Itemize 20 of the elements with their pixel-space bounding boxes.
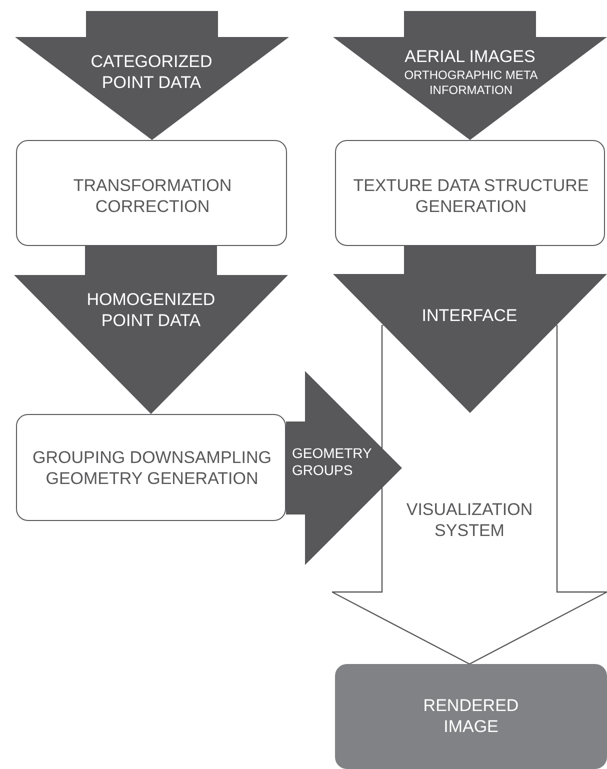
block-arrow	[333, 11, 607, 140]
block-arrow	[286, 370, 402, 564]
node-label: GROUPING DOWNSAMPLING GEOMETRY GENERATION	[32, 447, 272, 490]
node-label: TEXTURE DATA STRUCTURE GENERATION	[352, 175, 590, 218]
process-box	[16, 140, 287, 246]
edge-label: AERIAL IMAGES	[404, 46, 536, 68]
edge-label: INTERFACE	[422, 305, 518, 326]
block-arrow	[14, 246, 288, 414]
edge-label: HOMOGENIZED POINT DATA	[86, 289, 216, 332]
node-label: RENDERED IMAGE	[422, 695, 520, 738]
block-arrow	[332, 246, 606, 413]
node-label: VISUALIZATION SYSTEM	[405, 499, 534, 542]
edge-label: CATEGORIZED POINT DATA	[90, 51, 214, 94]
block-arrow	[14, 11, 288, 140]
process-box	[335, 140, 605, 246]
process-box	[16, 414, 286, 521]
edge-label: GEOMETRY GROUPS	[292, 444, 373, 480]
note-text: ORTHOGRAPHIC META INFORMATION	[403, 68, 539, 98]
node-label: TRANSFORMATION CORRECTION	[72, 175, 233, 218]
output-box	[335, 664, 607, 769]
